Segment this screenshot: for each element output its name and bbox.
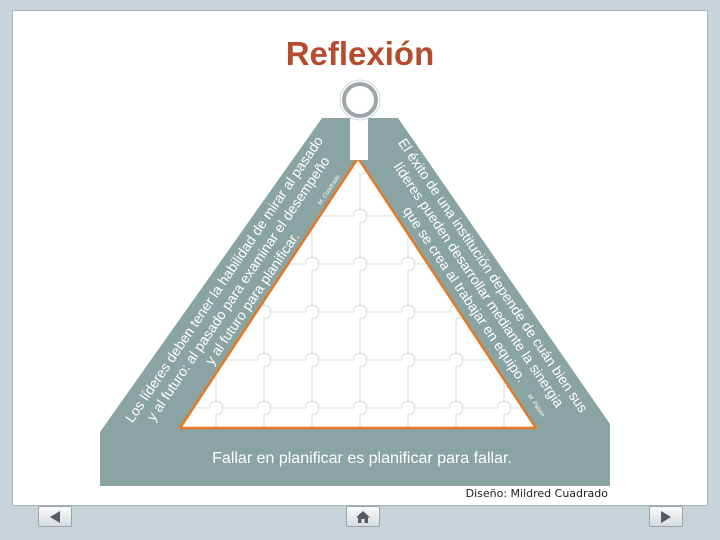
next-slide-button[interactable] [649, 506, 683, 527]
prev-slide-button[interactable] [38, 506, 72, 527]
home-button[interactable] [346, 506, 380, 527]
design-credit: Diseño: Mildred Cuadrado [465, 487, 608, 500]
puzzle-triangle [178, 156, 538, 430]
slide-title: Reflexión [285, 35, 435, 72]
home-icon [356, 510, 370, 523]
ornament-outer-ring [339, 79, 381, 121]
base-quote: Fallar en planificar es planificar para … [212, 450, 512, 467]
left-triangle-icon [50, 510, 60, 523]
ornament-circle [342, 82, 378, 118]
right-triangle-icon [661, 510, 671, 523]
